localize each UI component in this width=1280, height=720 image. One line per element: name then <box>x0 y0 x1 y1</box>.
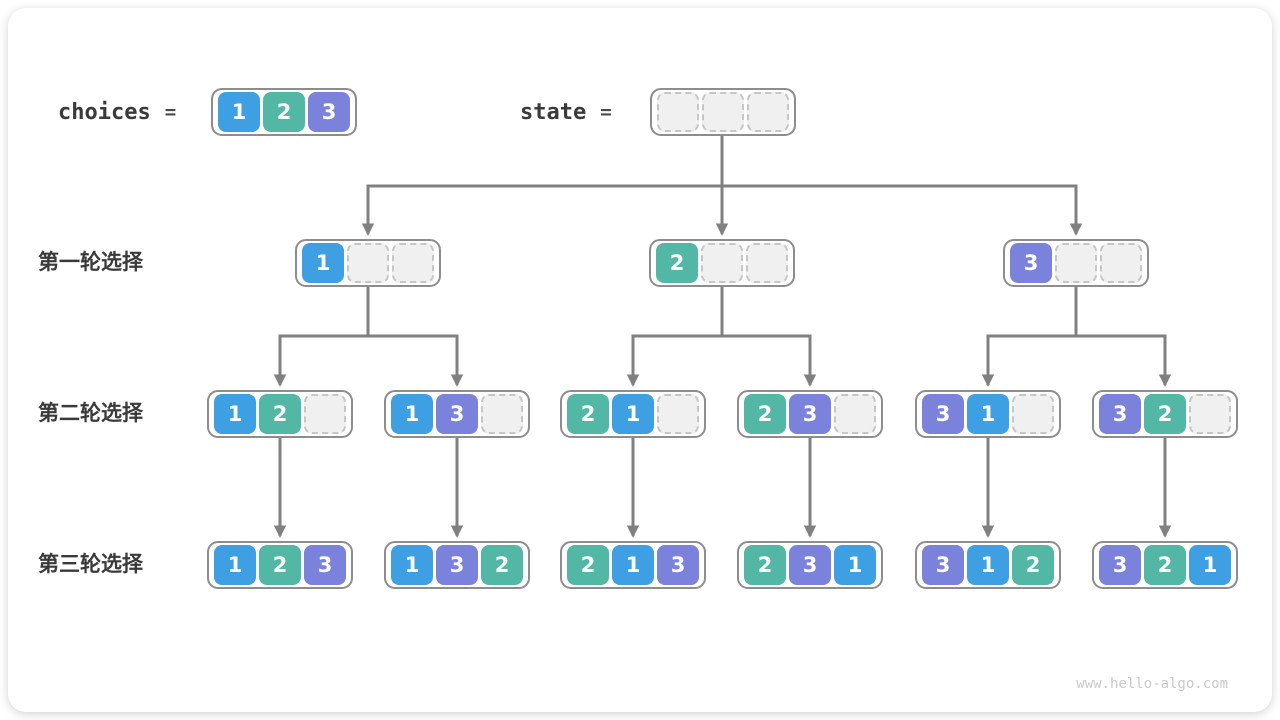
value-cell: 3 <box>436 394 478 434</box>
state-header: state = <box>520 88 612 136</box>
round-label-3: 第三轮选择 <box>38 553 143 576</box>
empty-cell <box>1100 243 1142 283</box>
empty-cell <box>834 394 876 434</box>
value-cell: 1 <box>214 545 256 585</box>
value-cell: 3 <box>1010 243 1052 283</box>
empty-cell <box>1012 394 1054 434</box>
state-label: state <box>520 99 587 125</box>
empty-cell <box>657 92 699 132</box>
empty-cell <box>392 243 434 283</box>
value-cell: 3 <box>657 545 699 585</box>
value-cell: 3 <box>789 545 831 585</box>
value-cell: 3 <box>308 92 350 132</box>
empty-cell <box>747 92 789 132</box>
value-cell: 1 <box>391 394 433 434</box>
value-cell: 1 <box>967 394 1009 434</box>
value-cell: 2 <box>481 545 523 585</box>
value-cell: 2 <box>1144 394 1186 434</box>
value-cell: 3 <box>922 394 964 434</box>
value-cell: 1 <box>214 394 256 434</box>
value-cell: 2 <box>1012 545 1054 585</box>
choices-label: choices <box>58 99 151 125</box>
watermark: www.hello-algo.com <box>1076 676 1228 692</box>
value-cell: 2 <box>1144 545 1186 585</box>
value-cell: 1 <box>612 545 654 585</box>
empty-cell <box>304 394 346 434</box>
value-cell: 1 <box>612 394 654 434</box>
value-cell: 2 <box>263 92 305 132</box>
empty-cell <box>347 243 389 283</box>
value-cell: 1 <box>967 545 1009 585</box>
round-label-1: 第一轮选择 <box>38 251 143 274</box>
empty-cell <box>702 92 744 132</box>
value-cell: 1 <box>1189 545 1231 585</box>
empty-cell <box>657 394 699 434</box>
value-cell: 2 <box>259 545 301 585</box>
value-cell: 3 <box>922 545 964 585</box>
value-cell: 1 <box>302 243 344 283</box>
empty-cell <box>1189 394 1231 434</box>
state-array <box>650 88 796 136</box>
value-cell: 3 <box>304 545 346 585</box>
tree-node-level1-2: 2 <box>649 239 795 287</box>
value-cell: 1 <box>834 545 876 585</box>
value-cell: 3 <box>1099 545 1141 585</box>
choices-header: choices = <box>58 88 176 136</box>
value-cell: 3 <box>789 394 831 434</box>
value-cell: 1 <box>391 545 433 585</box>
tree-node-level1-3: 3 <box>1003 239 1149 287</box>
diagram-card <box>8 8 1272 712</box>
equals-sign: = <box>164 101 177 123</box>
round-label-2: 第二轮选择 <box>38 402 143 425</box>
empty-cell <box>481 394 523 434</box>
empty-cell <box>1055 243 1097 283</box>
empty-cell <box>746 243 788 283</box>
value-cell: 2 <box>744 545 786 585</box>
equals-sign: = <box>600 101 612 123</box>
value-cell: 2 <box>259 394 301 434</box>
value-cell: 3 <box>1099 394 1141 434</box>
value-cell: 3 <box>436 545 478 585</box>
value-cell: 2 <box>567 545 609 585</box>
tree-node-level1-1: 1 <box>295 239 441 287</box>
empty-cell <box>701 243 743 283</box>
value-cell: 1 <box>218 92 260 132</box>
value-cell: 2 <box>567 394 609 434</box>
value-cell: 2 <box>744 394 786 434</box>
value-cell: 2 <box>656 243 698 283</box>
